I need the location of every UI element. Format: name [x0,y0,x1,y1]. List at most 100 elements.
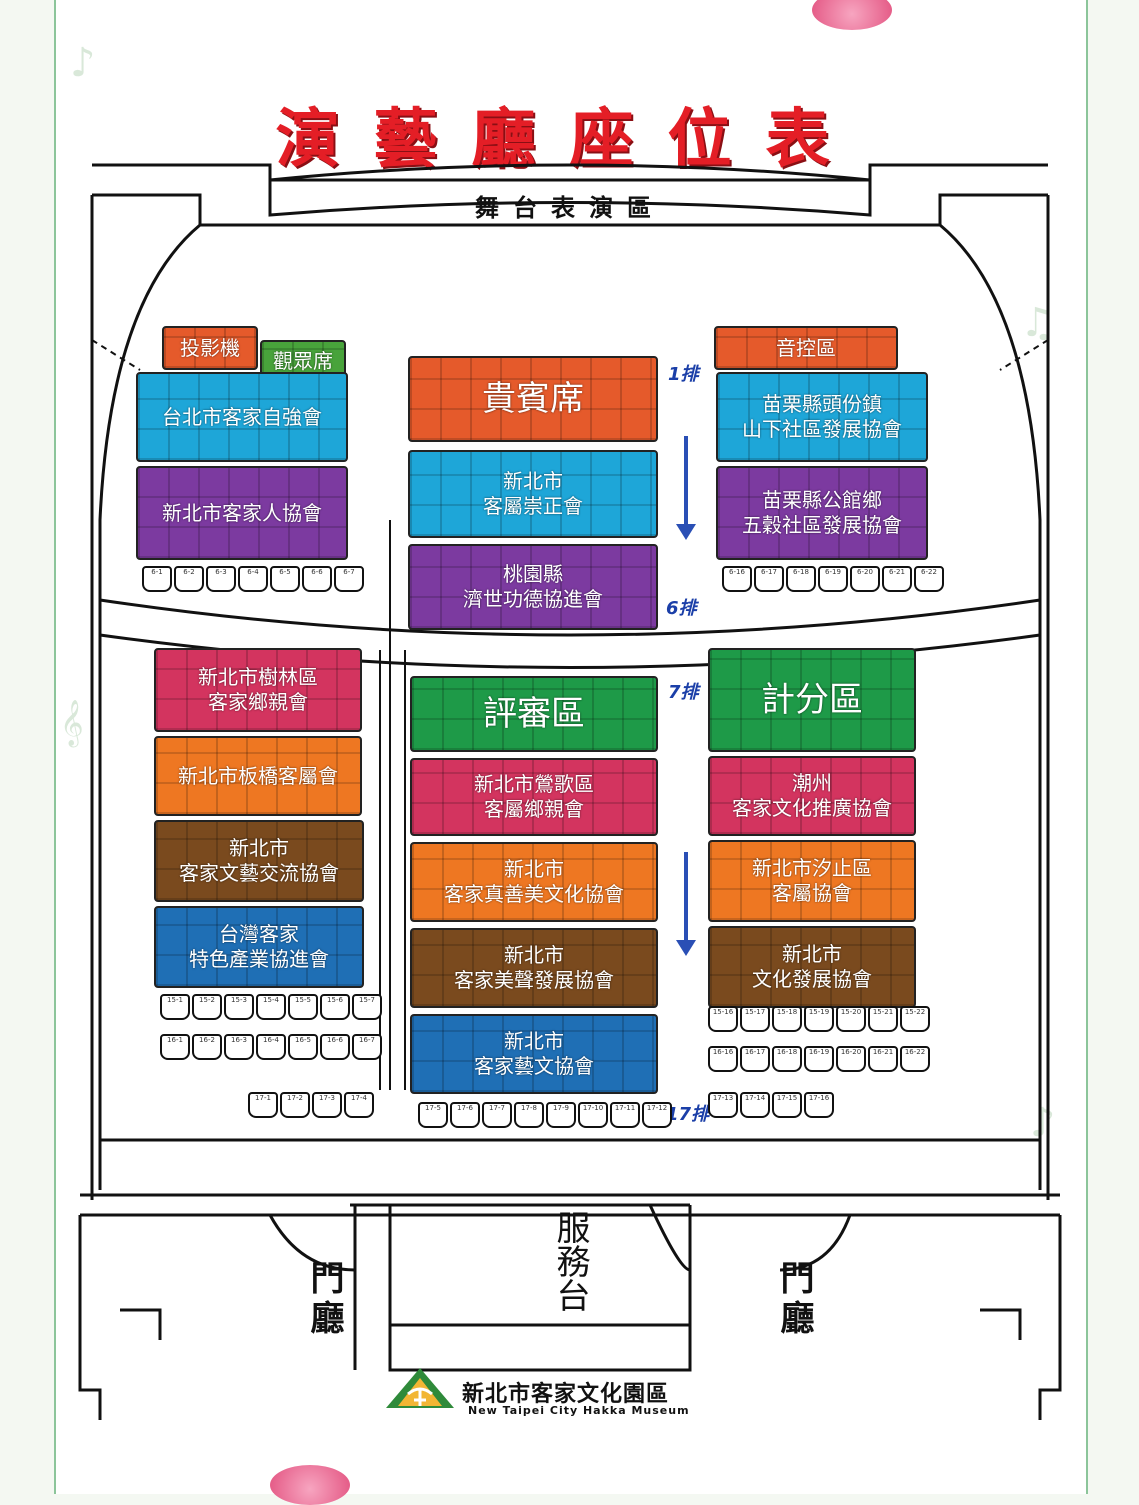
meisheng-label-2: 客家美聲發展協會 [454,968,614,992]
seat[interactable]: 15-20 [836,1006,866,1032]
stage-edge [92,163,1048,182]
seat[interactable]: 6-19 [818,566,848,592]
seat[interactable]: 17-4 [344,1092,374,1118]
seat[interactable]: 15-22 [900,1006,930,1032]
right-wall [939,223,1042,1190]
row-7-marker: 7排 [668,682,699,703]
seat[interactable]: 15-17 [740,1006,770,1032]
seat[interactable]: 16-3 [224,1034,254,1060]
seat-row-16-right: 16-16 16-17 16-18 16-19 16-20 16-21 16-2… [708,1046,930,1072]
seat[interactable]: 16-21 [868,1046,898,1072]
service-desk-label: 服務台 [550,1210,590,1312]
judges-block: 評審區 [410,676,658,752]
seat[interactable]: 15-2 [192,994,222,1020]
arts-exchange-label-2: 客家文藝交流協會 [179,861,339,885]
chaozhou-label-2: 客家文化推廣協會 [732,796,892,820]
seat[interactable]: 16-1 [160,1034,190,1060]
yingge-block: 新北市鶯歌區 客屬鄉親會 [410,758,658,836]
treble-clef-icon: 𝄞 [60,700,84,746]
seat[interactable]: 6-16 [722,566,752,592]
seat[interactable]: 17-14 [740,1092,770,1118]
seat[interactable]: 16-17 [740,1046,770,1072]
seat[interactable]: 6-7 [334,566,364,592]
seat[interactable]: 6-18 [786,566,816,592]
seat[interactable]: 17-3 [312,1092,342,1118]
seat[interactable]: 6-6 [302,566,332,592]
seat[interactable]: 16-18 [772,1046,802,1072]
seat[interactable]: 16-2 [192,1034,222,1060]
seat[interactable]: 15-18 [772,1006,802,1032]
seat[interactable]: 17-12 [642,1102,672,1128]
seat[interactable]: 17-11 [610,1102,640,1128]
seat[interactable]: 17-8 [514,1102,544,1128]
seat[interactable]: 15-19 [804,1006,834,1032]
seat-row-16-left: 16-1 16-2 16-3 16-4 16-5 16-6 16-7 [160,1034,382,1060]
taiwan-industry-label-1: 台灣客家 [219,922,299,946]
sound-control-block: 音控區 [714,326,898,370]
seat[interactable]: 17-15 [772,1092,802,1118]
judges-label: 評審區 [483,693,585,734]
music-note-icon: ♪ [70,40,96,86]
seat[interactable]: 15-6 [320,994,350,1020]
arrow-down-icon [676,852,696,956]
seat[interactable]: 6-5 [270,566,300,592]
music-note-icon: ♪ [1030,1100,1056,1146]
seat[interactable]: 15-16 [708,1006,738,1032]
seat[interactable]: 17-10 [578,1102,608,1128]
seat[interactable]: 6-20 [850,566,880,592]
seat[interactable]: 6-1 [142,566,172,592]
seat[interactable]: 17-16 [804,1092,834,1118]
seat[interactable]: 15-1 [160,994,190,1020]
seat[interactable]: 15-7 [352,994,382,1020]
seat[interactable]: 16-7 [352,1034,382,1060]
hakka-arts-block: 新北市 客家藝文協會 [410,1014,658,1094]
taoyuan-block: 桃園縣 濟世功德協進會 [408,544,658,630]
seat[interactable]: 16-20 [836,1046,866,1072]
arts-exchange-label-1: 新北市 [229,836,289,860]
miaoli-gongguan-block: 苗栗縣公館鄉 五穀社區發展協會 [716,466,928,560]
taiwan-industry-label-2: 特色產業協進會 [189,947,329,971]
seat[interactable]: 16-16 [708,1046,738,1072]
seat[interactable]: 17-6 [450,1102,480,1128]
seat[interactable]: 16-5 [288,1034,318,1060]
audience-label: 觀眾席 [273,348,333,373]
seat[interactable]: 6-17 [754,566,784,592]
seat[interactable]: 6-2 [174,566,204,592]
seat[interactable]: 17-2 [280,1092,310,1118]
projector-label: 投影機 [180,335,240,360]
seat[interactable]: 15-21 [868,1006,898,1032]
scoring-block: 計分區 [708,648,916,752]
meisheng-block: 新北市 客家美聲發展協會 [410,928,658,1008]
seat[interactable]: 16-6 [320,1034,350,1060]
seat[interactable]: 6-22 [914,566,944,592]
miaoli-gongguan-label-1: 苗栗縣公館鄉 [762,488,882,512]
xizhi-block: 新北市汐止區 客屬協會 [708,840,916,922]
miaoli-gongguan-label-2: 五穀社區發展協會 [742,513,902,537]
banqiao-label: 新北市板橋客屬會 [178,763,338,788]
seat[interactable]: 17-5 [418,1102,448,1128]
chongzheng-block: 新北市 客屬崇正會 [408,450,658,538]
zhenshanmei-label-2: 客家真善美文化協會 [444,882,624,906]
seat-row-15-right: 15-16 15-17 15-18 15-19 15-20 15-21 15-2… [708,1006,930,1032]
seat[interactable]: 17-7 [482,1102,512,1128]
seat[interactable]: 6-3 [206,566,236,592]
culture-dev-block: 新北市 文化發展協會 [708,926,916,1008]
seat[interactable]: 16-22 [900,1046,930,1072]
seat[interactable]: 16-4 [256,1034,286,1060]
lobby-right-label: 門廳 [774,1260,814,1340]
seat[interactable]: 6-21 [882,566,912,592]
seat[interactable]: 16-19 [804,1046,834,1072]
seat[interactable]: 17-1 [248,1092,278,1118]
shulin-label-1: 新北市樹林區 [198,665,318,689]
taoyuan-label-2: 濟世功德協進會 [463,587,603,611]
seat[interactable]: 15-4 [256,994,286,1020]
yingge-label-2: 客屬鄉親會 [484,797,584,821]
seat[interactable]: 6-4 [238,566,268,592]
banqiao-block: 新北市板橋客屬會 [154,736,362,816]
seat[interactable]: 15-3 [224,994,254,1020]
yingge-label-1: 新北市鶯歌區 [474,772,594,796]
seat[interactable]: 17-9 [546,1102,576,1128]
hakka-museum-logo-icon [386,1368,454,1408]
seat[interactable]: 17-13 [708,1092,738,1118]
seat[interactable]: 15-5 [288,994,318,1020]
